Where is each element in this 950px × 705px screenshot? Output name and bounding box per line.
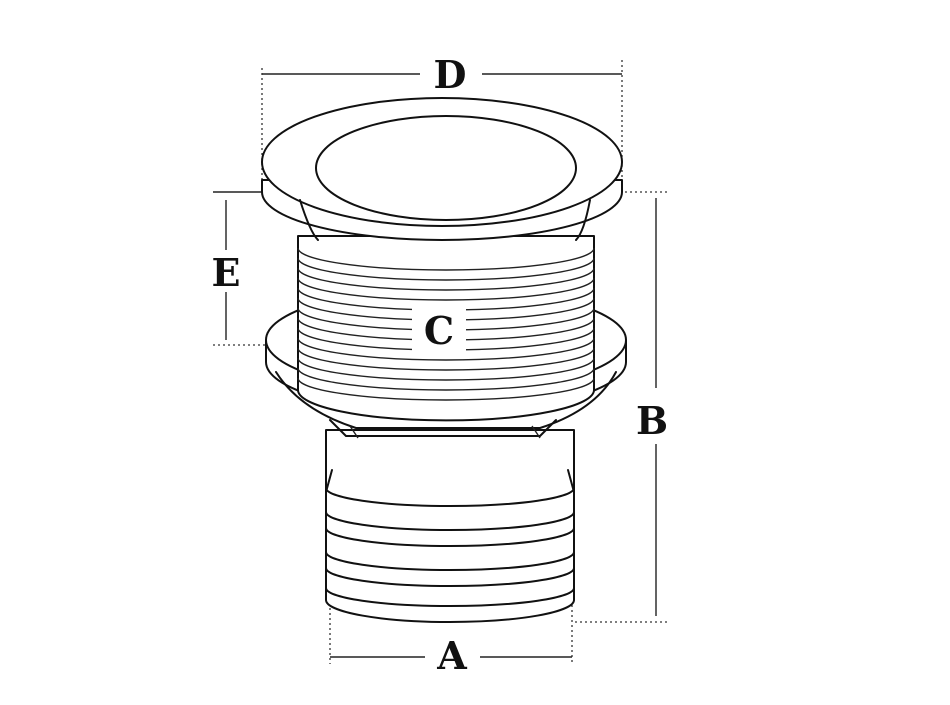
label-e: E: [212, 250, 241, 295]
top-flange: [261, 97, 623, 241]
label-b: B: [636, 398, 668, 443]
label-d: D: [434, 52, 467, 97]
label-a: A: [436, 633, 467, 678]
threaded-body: C: [297, 235, 595, 422]
hose-barb-tail: [325, 429, 575, 623]
dimension-e: E: [212, 191, 268, 346]
label-c: C: [424, 308, 454, 353]
dimension-a: A: [329, 585, 573, 678]
dimension-b: B: [575, 191, 670, 623]
